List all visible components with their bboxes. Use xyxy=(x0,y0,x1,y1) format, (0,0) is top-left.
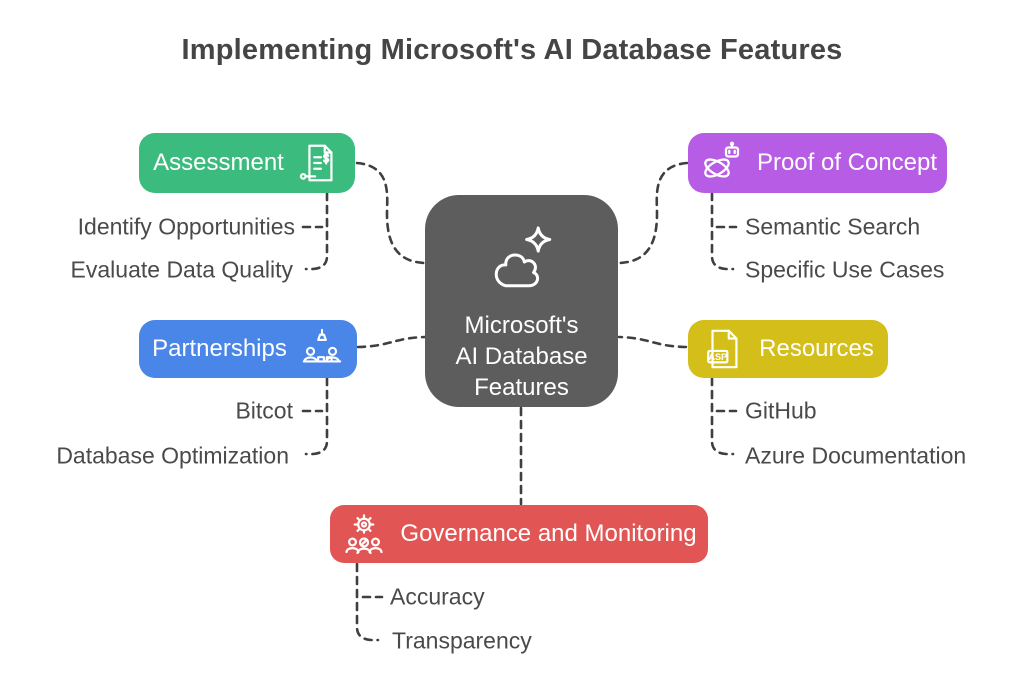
governance-label: Governance and Monitoring xyxy=(400,520,697,547)
resources-node: ASP Resources xyxy=(688,320,888,378)
leaf-github: GitHub xyxy=(745,397,817,424)
proof-of-concept-label: Proof of Concept xyxy=(756,149,938,176)
leaf-semantic-search: Semantic Search xyxy=(745,213,921,240)
assessment-label: Assessment xyxy=(153,149,284,176)
connector-resources-items xyxy=(710,376,735,456)
financial-report-icon xyxy=(297,141,341,185)
ai-robot-atom-icon xyxy=(698,140,744,186)
leaf-specific-use-cases: Specific Use Cases xyxy=(745,256,945,283)
connector-governance-items xyxy=(355,562,380,642)
connector-partnerships-to-center xyxy=(356,335,427,349)
leaf-identify-opportunities: Identify Opportunities xyxy=(77,213,295,240)
leaf-transparency: Transparency xyxy=(392,627,532,654)
resources-label: Resources xyxy=(759,335,874,362)
center-title: Microsoft's AI Database Features xyxy=(455,310,587,403)
partnerships-node: Partnerships xyxy=(139,320,357,378)
leaf-evaluate-data-quality: Evaluate Data Quality xyxy=(70,256,293,283)
connector-proof-of-concept-items xyxy=(710,191,735,271)
connector-assessment-to-center xyxy=(355,161,427,265)
asp-file-icon: ASP xyxy=(702,327,746,371)
center-title-line-1: Microsoft's xyxy=(464,312,579,339)
center-title-line-3: Features xyxy=(474,374,569,401)
leaf-azure-documentation: Azure Documentation xyxy=(745,442,967,469)
leaf-bitcot: Bitcot xyxy=(235,397,293,424)
leaf-accuracy: Accuracy xyxy=(390,583,485,610)
partnerships-label: Partnerships xyxy=(152,335,287,362)
governance-node: Governance and Monitoring xyxy=(330,505,708,563)
meeting-icon xyxy=(300,327,344,371)
proof-of-concept-node: Proof of Concept xyxy=(688,133,947,193)
team-gear-icon xyxy=(341,511,387,557)
cloud-sparkle-icon xyxy=(479,221,565,300)
connector-proof-of-concept-to-center xyxy=(617,161,689,265)
leaf-database-optimization: Database Optimization xyxy=(56,442,289,469)
page-title: Implementing Microsoft's AI Database Fea… xyxy=(181,34,843,66)
assessment-node: Assessment xyxy=(139,133,355,193)
asp-file-label: ASP xyxy=(709,352,728,362)
center-title-line-2: AI Database xyxy=(455,343,588,370)
connector-partnerships-items xyxy=(304,376,329,456)
connector-assessment-items xyxy=(304,191,329,271)
center-node: Microsoft's AI Database Features xyxy=(425,195,618,407)
connector-resources-to-center xyxy=(617,335,688,349)
